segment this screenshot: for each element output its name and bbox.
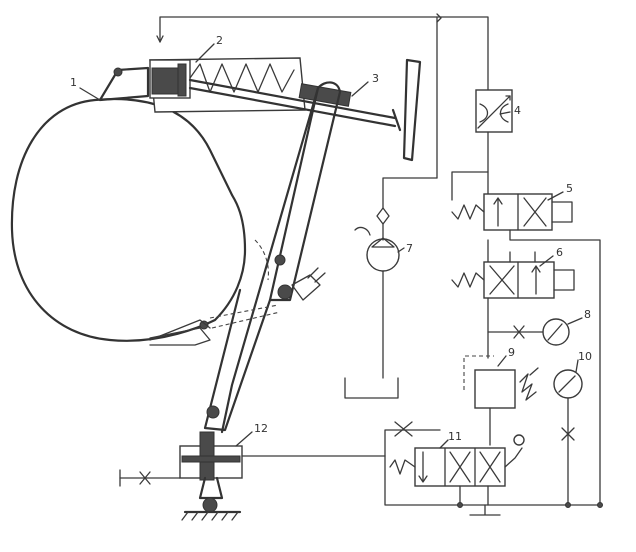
relief-valve-9 [463, 355, 539, 446]
gauge-8 [487, 297, 570, 359]
throttle-valve [475, 89, 513, 173]
label-10: 10 [578, 350, 592, 363]
lower-cylinder [119, 431, 386, 521]
valve-5 [451, 171, 601, 506]
valve-6 [451, 239, 575, 299]
number-labels: 1 2 3 4 5 6 7 8 9 10 11 12 [70, 34, 592, 443]
main-lever-arm [203, 81, 342, 434]
gauge-10 [553, 369, 583, 506]
upper-cylinder [98, 57, 422, 162]
brake-links [149, 239, 281, 341]
leader-lines [79, 43, 583, 449]
label-3: 3 [372, 72, 379, 85]
pump-unit [344, 177, 438, 399]
label-12: 12 [254, 422, 268, 435]
label-9: 9 [508, 346, 515, 359]
label-8: 8 [584, 308, 591, 321]
label-5: 5 [566, 182, 573, 195]
valve-11 [384, 421, 603, 516]
label-11: 11 [448, 430, 462, 443]
label-6: 6 [556, 246, 563, 259]
label-2: 2 [216, 34, 223, 47]
label-7: 7 [406, 242, 413, 255]
supply-lines-top [156, 13, 489, 179]
label-4: 4 [514, 104, 521, 117]
label-1: 1 [70, 76, 77, 89]
drum [10, 98, 247, 346]
